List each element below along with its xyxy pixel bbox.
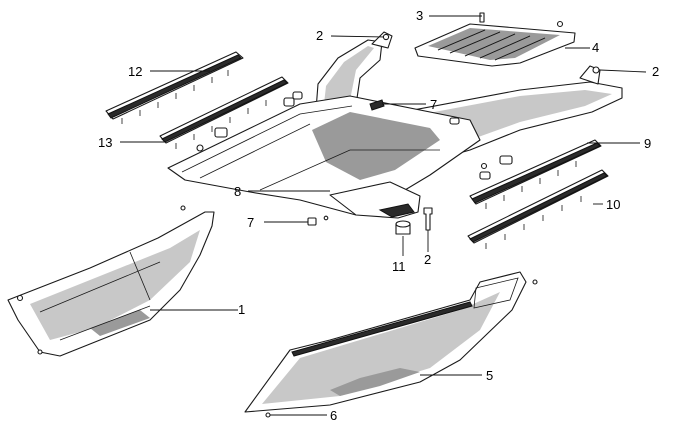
callout-1: 1 (238, 302, 245, 317)
callout-labels: 1 2 2 2 3 4 5 6 7 7 8 9 10 11 12 13 (98, 8, 659, 423)
callout-6: 6 (330, 408, 337, 423)
callout-8: 8 (234, 184, 241, 199)
callout-11: 11 (392, 259, 406, 274)
right-floor-rail-lower (467, 169, 609, 249)
screws-and-clips (16, 12, 600, 418)
leader-lines (120, 15, 647, 416)
callout-12: 12 (128, 64, 142, 79)
callout-2-right: 2 (652, 64, 659, 79)
left-side-cover (7, 211, 215, 357)
right-floor-rail-upper (469, 139, 602, 209)
callout-3: 3 (416, 8, 423, 23)
callout-2-top: 2 (316, 28, 323, 43)
left-floor-rail-lower (159, 76, 289, 149)
right-side-cover (244, 271, 527, 413)
floor-mat-plate (414, 23, 576, 67)
callout-13: 13 (98, 135, 112, 150)
callout-9: 9 (644, 136, 651, 151)
callout-4: 4 (592, 40, 599, 55)
callout-10: 10 (606, 197, 620, 212)
callout-5: 5 (486, 368, 493, 383)
callout-7-upper: 7 (430, 97, 437, 112)
rubber-pads (214, 91, 513, 180)
callout-2-bottom: 2 (424, 252, 431, 267)
callout-7-lower: 7 (247, 215, 254, 230)
